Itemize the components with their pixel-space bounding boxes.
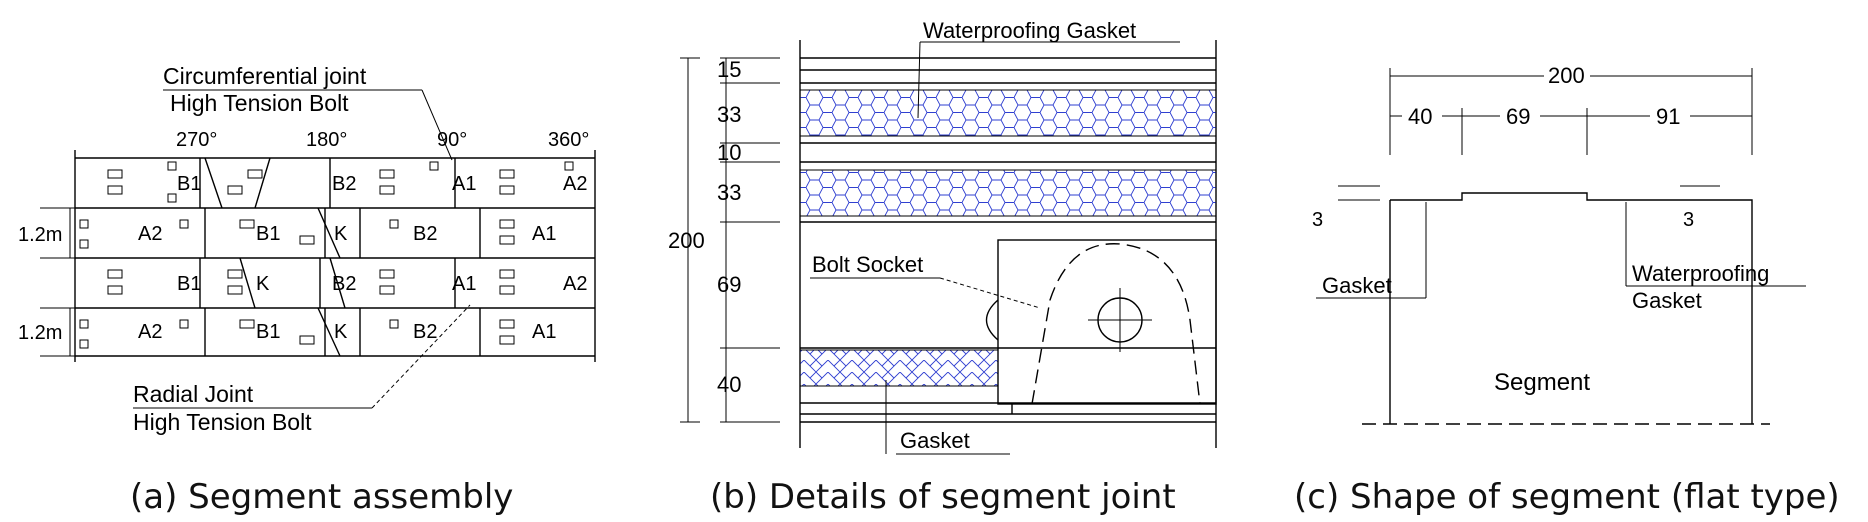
seg-r4-0: A2: [138, 321, 162, 343]
seg-r3-3: A1: [452, 273, 476, 295]
dim-3-left: 3: [1312, 209, 1323, 231]
label-segment: Segment: [1494, 369, 1590, 396]
dim-15: 15: [717, 57, 741, 82]
seg-r2-2: K: [334, 223, 348, 245]
dim-40: 40: [717, 372, 741, 397]
ring-width-2: 1.2m: [18, 322, 62, 344]
angle-270: 270°: [176, 129, 217, 151]
seg-r1-1: B2: [332, 173, 356, 195]
label-wp-line1: Waterproofing: [1632, 261, 1769, 286]
dim-91-c: 91: [1656, 104, 1680, 129]
seg-r2-0: A2: [138, 223, 162, 245]
dim-10: 10: [717, 140, 741, 165]
seg-r2-4: A1: [532, 223, 556, 245]
dim-69: 69: [717, 272, 741, 297]
label-gasket: Gasket: [900, 428, 970, 453]
seg-r4-1: B1: [256, 321, 280, 343]
dimension-chain: [680, 57, 780, 423]
caption-a: (a) Segment assembly: [130, 477, 513, 517]
seg-r4-4: A1: [532, 321, 556, 343]
dim-total-c: 200: [1548, 63, 1585, 88]
dim-69-c: 69: [1506, 104, 1530, 129]
seg-r3-0: B1: [177, 273, 201, 295]
angle-180: 180°: [306, 129, 347, 151]
label-wp-line2: Gasket: [1632, 288, 1702, 313]
callout-top-line1: Circumferential joint: [163, 63, 367, 89]
angle-360: 360°: [548, 129, 589, 151]
callout-bottom-line1: Radial Joint: [133, 381, 254, 407]
label-bolt-socket: Bolt Socket: [812, 252, 923, 277]
dim-40-c: 40: [1408, 104, 1432, 129]
seg-r2-3: B2: [413, 223, 437, 245]
label-gasket-c: Gasket: [1322, 273, 1392, 298]
dim-33a: 33: [717, 102, 741, 127]
seg-r3-2: B2: [332, 273, 356, 295]
caption-c: (c) Shape of segment (flat type): [1294, 477, 1840, 517]
callout-bottom-line2: High Tension Bolt: [133, 409, 312, 435]
dim-total: 200: [668, 228, 705, 253]
seg-r3-4: A2: [563, 273, 587, 295]
seg-r1-3: A2: [563, 173, 587, 195]
dim-33b: 33: [717, 180, 741, 205]
angle-90: 90°: [437, 129, 467, 151]
ring-width-1: 1.2m: [18, 224, 62, 246]
panel-a-segment-assembly: B1 B2 A1 A2 A2 B1 K B2 A1 B1 K B2 A1 A2 …: [18, 63, 596, 517]
dim-3-right: 3: [1683, 209, 1694, 231]
caption-b: (b) Details of segment joint: [710, 477, 1176, 517]
joint-section: [799, 40, 1217, 448]
panel-c-segment-shape: 200 40 69 91 3 3 Gasket Waterproofing Ga…: [1294, 63, 1840, 517]
seg-r3-1: K: [256, 273, 270, 295]
seg-r1-2: A1: [452, 173, 476, 195]
assembly-grid: [74, 150, 596, 362]
seg-r4-2: K: [334, 321, 348, 343]
seg-r4-3: B2: [413, 321, 437, 343]
bolt-pockets: [79, 161, 574, 349]
label-waterproofing-gasket: Waterproofing Gasket: [923, 18, 1136, 43]
callout-top-line2: High Tension Bolt: [170, 90, 349, 116]
seg-r2-1: B1: [256, 223, 280, 245]
seg-r1-0: B1: [177, 173, 201, 195]
segment-labels: B1 B2 A1 A2 A2 B1 K B2 A1 B1 K B2 A1 A2 …: [138, 173, 587, 343]
panel-b-segment-joint: 200 15 33 10 33 69 40: [668, 18, 1217, 517]
